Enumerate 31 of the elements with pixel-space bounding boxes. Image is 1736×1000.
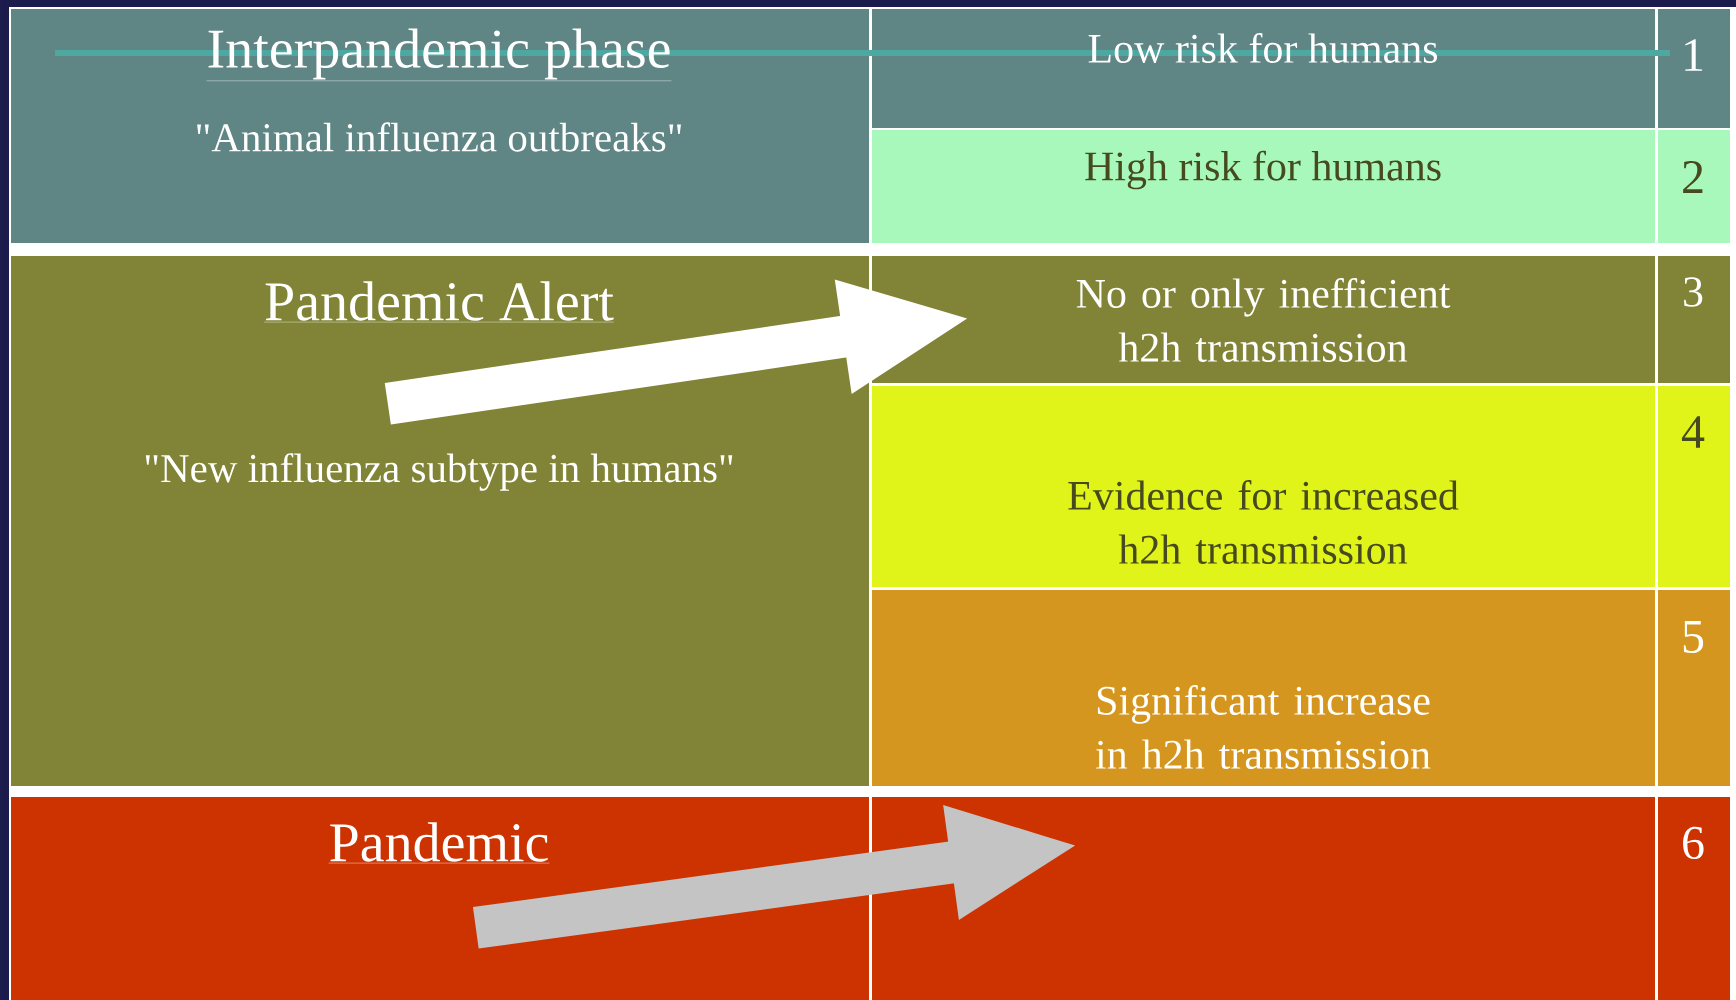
- cell-text: "Animal influenza outbreaks": [197, 122, 681, 152]
- table-cell: [872, 386, 1655, 587]
- table-cell: [1658, 256, 1730, 383]
- table-cell: [11, 797, 869, 1000]
- table-cell: [872, 590, 1655, 786]
- cell-number: 2: [1683, 161, 1703, 193]
- cell-number: 6: [1683, 826, 1704, 860]
- cell-number: 4: [1681, 416, 1705, 448]
- table-cell: [872, 9, 1655, 128]
- table-cell: [872, 797, 1655, 1000]
- cell-number: 3: [1684, 277, 1703, 307]
- cell-text: High risk for humans: [1085, 150, 1441, 190]
- table-cell: [872, 130, 1655, 243]
- table-cell: [1658, 386, 1730, 587]
- heading: Pandemic: [328, 822, 550, 864]
- table-cell: [1658, 797, 1730, 1000]
- cell-text: Significant increase in h2h transmission: [1095, 685, 1431, 769]
- table-cell: [1658, 130, 1730, 243]
- heading: Pandemic Alert: [263, 281, 615, 323]
- table-cell: [11, 256, 869, 786]
- table-cell: [11, 9, 869, 243]
- table-cell: [872, 256, 1655, 383]
- table-cell: [1658, 9, 1730, 128]
- cell-number: 5: [1683, 621, 1704, 653]
- heading: Interpandemic phase: [206, 28, 672, 81]
- cell-text: No or only inefficient h2h transmission: [1076, 278, 1451, 362]
- cell-text: "New influenza subtype in humans": [145, 453, 733, 491]
- cell-text: Evidence for increased h2h transmission: [1068, 480, 1459, 564]
- cell-number: 1: [1685, 39, 1703, 71]
- cell-text: Low risk for humans: [1088, 33, 1438, 63]
- table-cell: [1658, 590, 1730, 786]
